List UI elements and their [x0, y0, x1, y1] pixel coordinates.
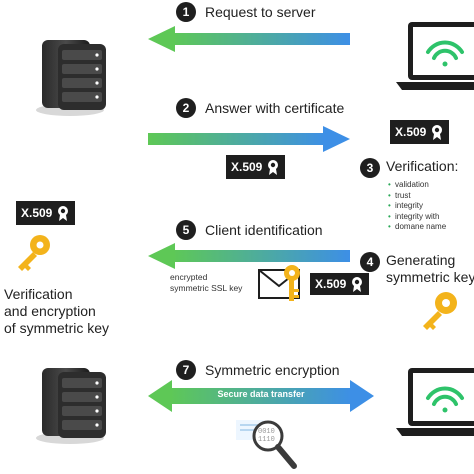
list-item: domane name [388, 222, 446, 233]
list-item: integrity with [388, 212, 446, 223]
step-label-verification: Verification: [386, 158, 459, 174]
wifi-icon [426, 386, 464, 413]
certificate-icon [58, 206, 69, 221]
label-line: symmetric SSL key [170, 283, 243, 293]
certificate-badge: X.509 [16, 201, 76, 225]
cert-label: X.509 [21, 206, 53, 220]
certificate-icon [268, 160, 279, 175]
laptop-icon [396, 368, 474, 436]
key-icon [284, 265, 300, 301]
step-number: 3 [360, 158, 380, 178]
laptop-icon [396, 22, 474, 90]
step-label-verification-encryption: Verification and encryption of symmetric… [4, 286, 109, 337]
arrow-answer [148, 126, 350, 152]
encrypted-key-label: encrypted symmetric SSL key [170, 272, 242, 294]
key-icon [18, 235, 50, 271]
cert-label: X.509 [315, 277, 347, 291]
key-icon [423, 292, 457, 330]
magnifier-icon [236, 420, 297, 469]
certificate-badge: X.509 [226, 155, 286, 179]
step-number: 1 [176, 2, 196, 22]
label-line: Verification [4, 286, 73, 302]
binary-text: 0010 1110 [258, 428, 275, 444]
certificate-badge: X.509 [310, 273, 370, 295]
server-icon [36, 40, 106, 116]
arrow-client-identification [148, 243, 350, 269]
arrow-symmetric-encryption [148, 380, 374, 412]
step-number: 4 [360, 252, 380, 272]
wifi-icon [426, 40, 464, 67]
secure-transfer-label: Secure data transfer [217, 389, 305, 399]
step-number: 2 [176, 98, 196, 118]
label-line: encrypted [170, 272, 208, 282]
list-item: trust [388, 191, 446, 202]
binary-line: 1110 [258, 436, 275, 444]
step-label-generating: Generating symmetric key [386, 252, 474, 286]
list-item: integrity [388, 201, 446, 212]
certificate-icon [432, 125, 443, 140]
label-line: of symmetric key [4, 320, 110, 336]
binary-line: 0010 [258, 428, 275, 436]
label-line: symmetric key [386, 269, 474, 285]
step-label-symmetric: Symmetric encryption [205, 362, 340, 378]
cert-label: X.509 [395, 125, 427, 139]
cert-label: X.509 [231, 160, 263, 174]
server-icon [36, 368, 106, 444]
label-line: and encryption [4, 303, 96, 319]
step-number: 5 [176, 220, 196, 240]
step-number: 7 [176, 360, 196, 380]
step-label-answer: Answer with certificate [205, 100, 345, 116]
certificate-badge: X.509 [390, 120, 450, 144]
step-label-client: Client identification [205, 222, 323, 238]
list-item: validation [388, 180, 446, 191]
certificate-icon [352, 277, 363, 292]
label-line: Generating [386, 252, 456, 268]
step-label-request: Request to server [205, 4, 316, 20]
arrow-request [148, 26, 350, 52]
verification-list: validation trust integrity integrity wit… [388, 180, 446, 233]
